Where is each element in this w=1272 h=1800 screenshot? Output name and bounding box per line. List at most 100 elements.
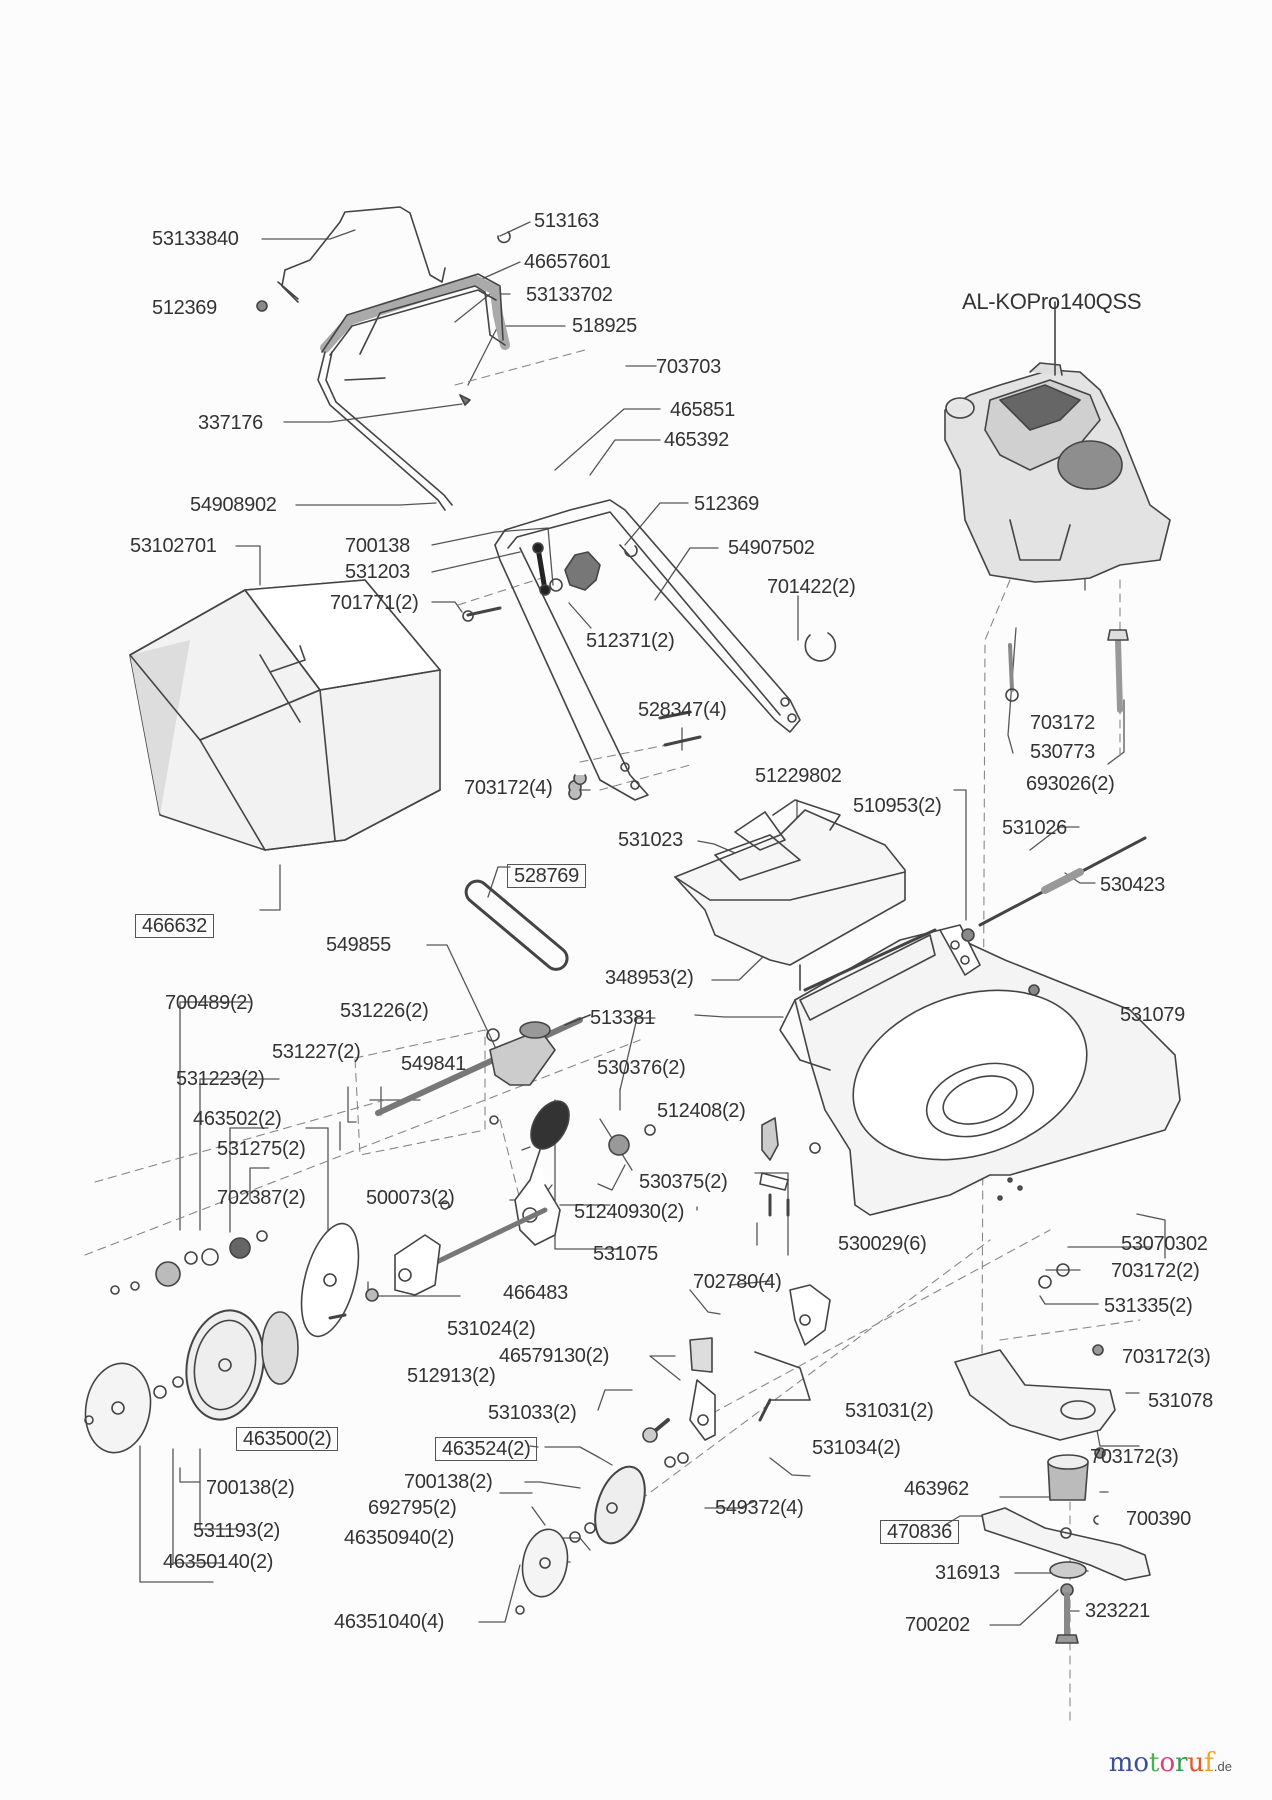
part-label-torsion-spring[interactable]: 530423 <box>1100 874 1165 896</box>
part-label-lever[interactable]: 531075 <box>593 1243 658 1265</box>
part-label-circlip[interactable]: 700489(2) <box>165 992 254 1014</box>
part-label-cable-guide[interactable]: 531203 <box>345 561 410 583</box>
part-label-handle-right[interactable]: 54907502 <box>728 537 815 559</box>
part-label-cable-end[interactable]: 549855 <box>326 934 391 956</box>
part-label-cable[interactable]: 465851 <box>670 399 735 421</box>
part-label-bracket[interactable]: 518925 <box>572 315 637 337</box>
part-label-engine-nut[interactable]: 703172 <box>1030 712 1095 734</box>
part-label-wheel-bolt[interactable]: 512913(2) <box>407 1365 496 1387</box>
part-label-handle-bolt[interactable]: 700138 <box>345 535 410 557</box>
part-label-axle-plate[interactable]: 531034(2) <box>812 1437 901 1459</box>
part-label-front-hubcap[interactable]: 46350940(2) <box>344 1527 455 1549</box>
part-label-nut-4[interactable]: 703172(3) <box>1122 1346 1211 1368</box>
gearbox-axle <box>375 1014 591 1116</box>
part-label-washer-4[interactable]: 549372(4) <box>715 1497 804 1519</box>
part-label-handle-screw[interactable]: 528347(4) <box>638 699 727 721</box>
part-label-wheel-bracket[interactable]: 46579130(2) <box>499 1345 610 1367</box>
assembly-axes <box>84 349 1141 1721</box>
part-label-grommet[interactable]: 531079 <box>1120 1004 1185 1026</box>
engine-bolts <box>1005 629 1129 713</box>
part-label-axle-bolt[interactable]: 531033(2) <box>488 1402 577 1424</box>
engine-model-label[interactable]: AL-KOPro140QSS <box>962 289 1142 314</box>
part-label-deck-strip[interactable]: 513381 <box>590 1007 655 1029</box>
logo-letter: m <box>1108 1748 1134 1778</box>
part-label-engine-bolt[interactable]: 693026(2) <box>1026 773 1115 795</box>
part-label-bushing[interactable]: 510953(2) <box>853 795 942 817</box>
part-label-bag-frame[interactable]: 53102701 <box>130 535 217 557</box>
part-label-cable-2[interactable]: 465392 <box>664 429 729 451</box>
part-label-blade[interactable]: 470836 <box>880 1520 959 1544</box>
part-label-pinion[interactable]: 531275(2) <box>217 1138 306 1160</box>
part-label-stud-bolt[interactable]: 530773 <box>1030 741 1095 763</box>
part-label-nut-2[interactable]: 500073(2) <box>366 1187 455 1209</box>
rear-hubcap <box>84 1362 184 1454</box>
part-label-nut-3[interactable]: 703172(2) <box>1111 1260 1200 1282</box>
front-bracket <box>642 1284 831 1468</box>
part-label-nut[interactable]: 337176 <box>198 412 263 434</box>
part-label-rear-axle[interactable]: 466483 <box>503 1282 568 1304</box>
part-label-washer[interactable]: 513163 <box>534 210 599 232</box>
part-label-wheel-screw-2[interactable]: 700138(2) <box>206 1477 295 1499</box>
part-label-washer-3[interactable]: 531335(2) <box>1104 1295 1193 1317</box>
part-label-bushing-4[interactable]: 531193(2) <box>193 1520 280 1542</box>
part-label-gearbox[interactable]: 549841 <box>401 1053 466 1075</box>
part-label-washer-2[interactable]: 531223(2) <box>176 1068 265 1090</box>
part-label-screw-2[interactable]: 702780(4) <box>693 1271 782 1293</box>
part-label-grass-bag[interactable]: 466632 <box>135 914 214 938</box>
logo-letter: o <box>1133 1748 1149 1778</box>
part-label-cable-clip-2[interactable]: 512369 <box>694 493 759 515</box>
part-label-hub-screw-cap[interactable]: 46351040(4) <box>334 1611 445 1633</box>
part-label-carriage-bolt[interactable]: 701771(2) <box>330 592 419 614</box>
part-label-nut-5[interactable]: 703172(3) <box>1090 1446 1179 1468</box>
part-label-pin[interactable]: 531226(2) <box>340 1000 429 1022</box>
part-label-handle-top[interactable]: 53133702 <box>526 284 613 306</box>
part-label-blade-adapter[interactable]: 463962 <box>904 1478 969 1500</box>
part-label-blade-bolt[interactable]: 323221 <box>1085 1600 1150 1622</box>
part-label-rear-wheel[interactable]: 463500(2) <box>236 1427 339 1451</box>
part-label-bushing-2[interactable]: 530375(2) <box>639 1171 728 1193</box>
part-label-bearing[interactable]: 531024(2) <box>447 1318 536 1340</box>
part-label-cable-clip[interactable]: 512369 <box>152 297 217 319</box>
mower-deck <box>779 924 1181 1216</box>
part-label-plate[interactable]: 51240930(2) <box>574 1201 685 1223</box>
handle-right <box>494 499 801 801</box>
part-label-spring-washer[interactable]: 530376(2) <box>597 1057 686 1079</box>
part-label-wheel-screw[interactable]: 700138(2) <box>404 1471 493 1493</box>
part-label-handle-nut[interactable]: 703172(4) <box>464 777 553 799</box>
part-label-flap-handle[interactable]: 531023 <box>618 829 683 851</box>
part-label-blade-carrier[interactable]: 531078 <box>1148 1390 1213 1412</box>
part-label-flap-screw[interactable]: 348953(2) <box>605 967 694 989</box>
part-label-clip[interactable]: 701422(2) <box>767 576 856 598</box>
part-label-lever-bracket[interactable]: 512408(2) <box>657 1100 746 1122</box>
part-label-lock-washer[interactable]: 700202 <box>905 1614 970 1636</box>
part-label-star-knob[interactable]: 512371(2) <box>586 630 675 652</box>
handle-left-tube <box>317 351 471 511</box>
handle-fasteners <box>462 542 837 801</box>
part-label-flap-rod[interactable]: 531026 <box>1002 817 1067 839</box>
part-label-handle-grip[interactable]: 46657601 <box>524 251 611 273</box>
part-label-bolt-deck[interactable]: 530029(6) <box>838 1233 927 1255</box>
grass-bag <box>129 579 441 851</box>
part-label-handle-left-tube[interactable]: 54908902 <box>190 494 277 516</box>
gear-cover <box>300 1222 379 1338</box>
part-label-deck[interactable]: 53070302 <box>1121 1233 1208 1255</box>
part-label-adjuster[interactable]: 531031(2) <box>845 1400 934 1422</box>
watermark-logo: motoruf.de <box>1109 1748 1232 1778</box>
part-label-handle-upper-bar[interactable]: 53133840 <box>152 228 239 250</box>
part-label-gear-cover[interactable]: 463502(2) <box>193 1108 282 1130</box>
blade-carrier <box>954 1344 1116 1459</box>
part-label-belt[interactable]: 528769 <box>507 864 586 888</box>
part-label-key[interactable]: 700390 <box>1126 1508 1191 1530</box>
drive-belt <box>464 879 569 971</box>
part-label-pin-2[interactable]: 531227(2) <box>272 1041 361 1063</box>
part-label-screw[interactable]: 703703 <box>656 356 721 378</box>
part-label-rear-hubcap[interactable]: 46350140(2) <box>163 1551 274 1573</box>
part-label-spring[interactable]: 702387(2) <box>217 1187 306 1209</box>
part-label-bushing-3[interactable]: 692795(2) <box>368 1497 457 1519</box>
leader-lines <box>139 221 1166 1626</box>
part-label-blade-washer[interactable]: 316913 <box>935 1562 1000 1584</box>
part-label-rear-flap[interactable]: 51229802 <box>755 765 842 787</box>
part-label-front-wheel[interactable]: 463524(2) <box>435 1437 538 1461</box>
